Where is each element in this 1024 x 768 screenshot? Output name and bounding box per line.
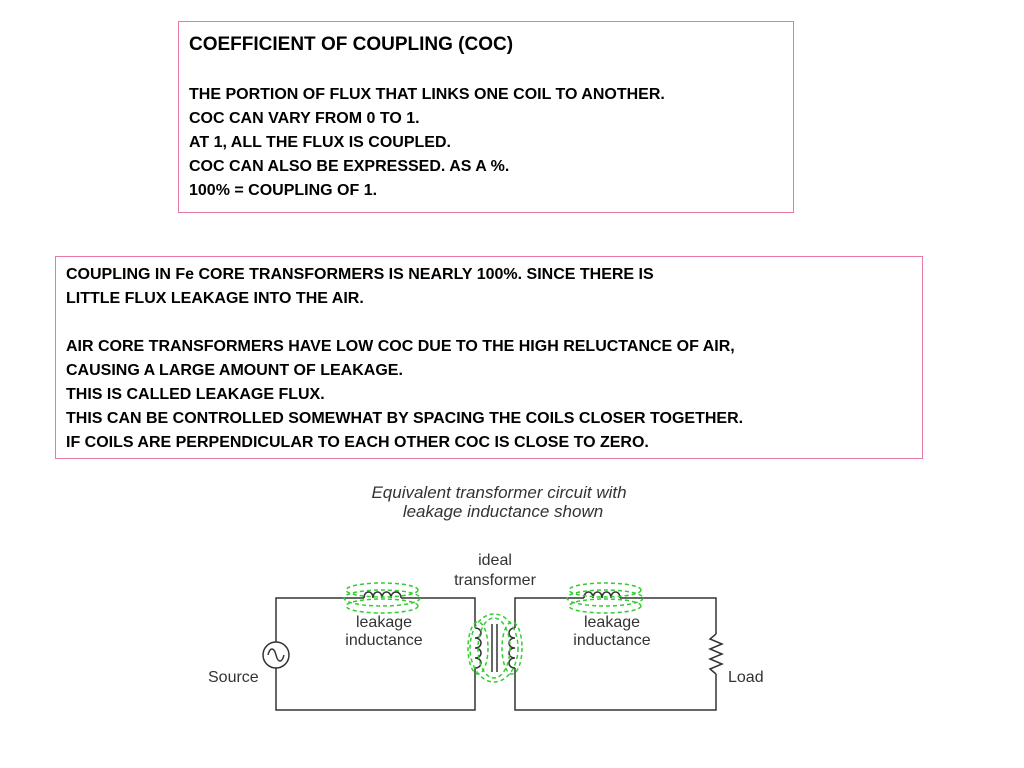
- coc-line: 100% = COUPLING OF 1.: [189, 182, 378, 199]
- coc-line: THE PORTION OF FLUX THAT LINKS ONE COIL …: [189, 86, 665, 103]
- diagram-caption-line1: Equivalent transformer circuit with: [371, 483, 626, 502]
- coc-line: COC CAN VARY FROM 0 TO 1.: [189, 110, 420, 127]
- ideal-transformer-flux-lines: [467, 613, 523, 683]
- load-label: Load: [728, 669, 764, 686]
- coupling-notes-box: COUPLING IN Fe CORE TRANSFORMERS IS NEAR…: [55, 256, 923, 459]
- left-leakage-label-line1: leakage: [356, 614, 412, 631]
- coc-line: COC CAN ALSO BE EXPRESSED. AS A %.: [189, 158, 510, 175]
- right-leakage-label-line2: inductance: [573, 632, 650, 649]
- notes-line: LITTLE FLUX LEAKAGE INTO THE AIR.: [66, 290, 364, 307]
- notes-line: CAUSING A LARGE AMOUNT OF LEAKAGE.: [66, 362, 403, 379]
- ideal-transformer-label-line1: ideal: [478, 552, 512, 569]
- coc-title: COEFFICIENT OF COUPLING (COC): [189, 34, 514, 55]
- notes-line: AIR CORE TRANSFORMERS HAVE LOW COC DUE T…: [66, 338, 735, 355]
- coc-line: AT 1, ALL THE FLUX IS COUPLED.: [189, 134, 451, 151]
- circuit-wires: [275, 597, 717, 711]
- coc-definition-box: COEFFICIENT OF COUPLING (COC) THE PORTIO…: [178, 21, 794, 213]
- left-leakage-inductor: [363, 591, 402, 599]
- right-leakage-label-line1: leakage: [584, 614, 640, 631]
- notes-line: THIS IS CALLED LEAKAGE FLUX.: [66, 386, 325, 403]
- notes-line: THIS CAN BE CONTROLLED SOMEWHAT BY SPACI…: [66, 410, 744, 427]
- ideal-transformer-label-line2: transformer: [454, 572, 536, 589]
- right-leakage-flux-lines: [566, 582, 644, 614]
- diagram-caption-line2: leakage inductance shown: [403, 502, 603, 521]
- notes-line: IF COILS ARE PERPENDICULAR TO EACH OTHER…: [66, 434, 649, 451]
- load-resistor-symbol: [708, 633, 724, 675]
- right-leakage-inductor: [583, 591, 621, 599]
- ac-source-symbol: [262, 641, 290, 669]
- left-leakage-label-line2: inductance: [345, 632, 422, 649]
- notes-line: COUPLING IN Fe CORE TRANSFORMERS IS NEAR…: [66, 266, 654, 283]
- source-label: Source: [208, 669, 259, 686]
- left-leakage-flux-lines: [343, 582, 421, 614]
